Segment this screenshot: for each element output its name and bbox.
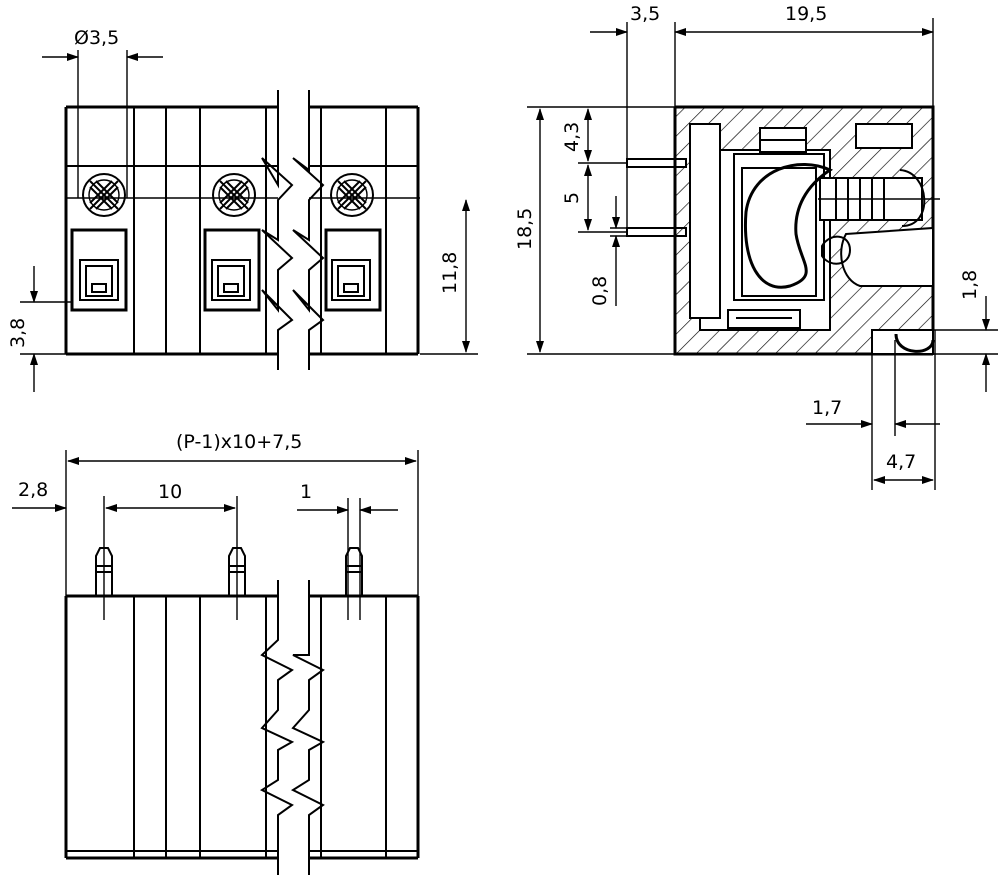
dim-total-height: 18,5: [514, 208, 536, 250]
bottom-dimensions: [12, 450, 419, 620]
bottom-break-lines: [259, 580, 326, 875]
wire-entry: [324, 228, 382, 312]
clamp-screw: [818, 169, 940, 287]
dim-right: 1,8: [959, 270, 981, 300]
screw-head-icon: [82, 173, 126, 217]
dim-top-offset: 3,5: [630, 3, 660, 25]
bottom-view: (P-1)x10+7,5 2,8 10 1: [12, 431, 420, 875]
dim-overall: (P-1)x10+7,5: [176, 431, 302, 453]
dim-bottom-small: 1,7: [812, 397, 842, 419]
side-view: 3,5 19,5 18,5 4,3 5 0,8 1,8 1,7 4,7: [514, 3, 998, 490]
dim-height-left: 3,8: [7, 318, 29, 348]
screw-head-icon: [212, 173, 256, 217]
side-dimensions: [527, 18, 998, 490]
dim-pin: 0,8: [589, 276, 611, 306]
dim-top-width: 19,5: [785, 3, 827, 25]
dim-upper: 4,3: [561, 122, 583, 152]
wire-entry: [203, 228, 261, 312]
dim-edge: 2,8: [18, 479, 48, 501]
side-bottom-foot: [871, 329, 935, 355]
wire-entry: [70, 228, 128, 312]
bottom-view-body: [64, 594, 420, 860]
screw-head-icon: [330, 173, 374, 217]
front-dimensions: [20, 50, 478, 392]
clamp-lever: [743, 162, 834, 289]
dim-pitch: 10: [158, 481, 182, 503]
dim-diameter: Ø3,5: [74, 27, 119, 49]
dim-bottom-width: 4,7: [886, 451, 916, 473]
dim-pin-width: 1: [300, 481, 312, 503]
dim-middle: 5: [561, 192, 583, 204]
dim-height-right: 11,8: [439, 252, 461, 294]
front-break-lines: [261, 90, 325, 370]
front-view: Ø3,5 11,8 3,8: [7, 27, 478, 392]
